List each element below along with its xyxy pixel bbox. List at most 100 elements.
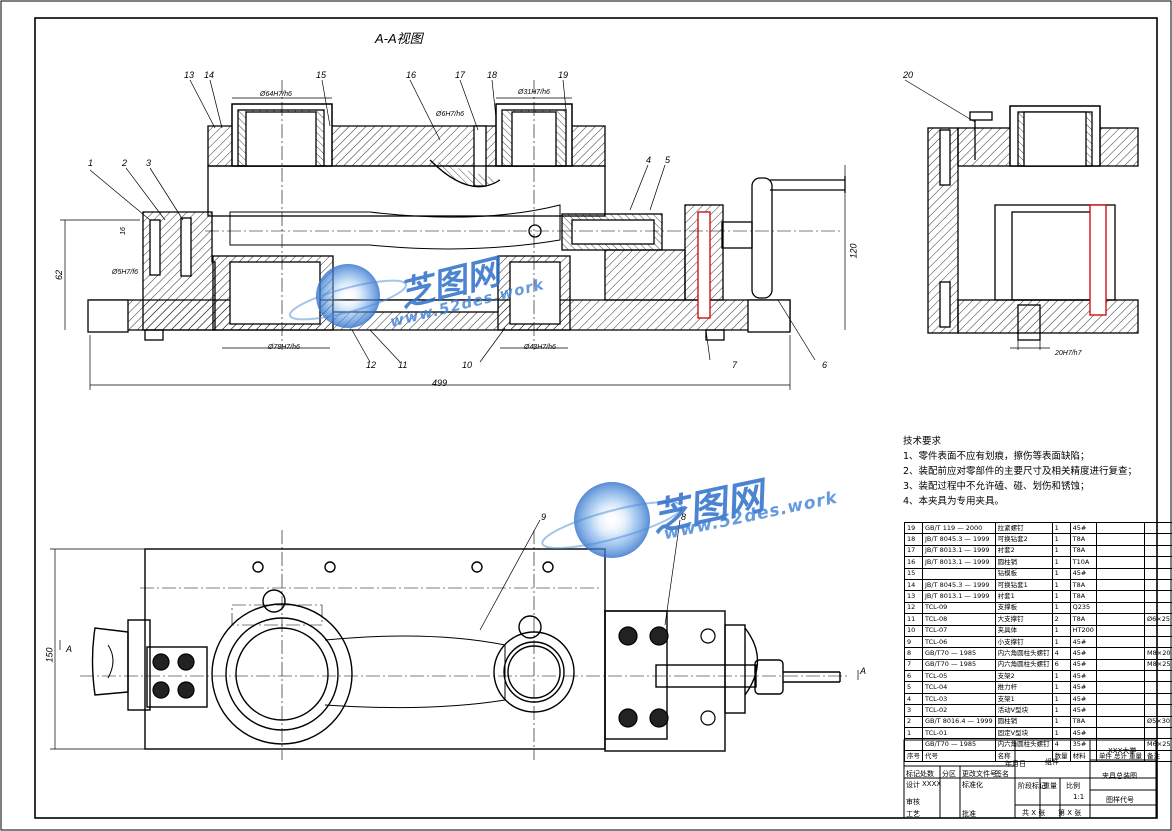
- bom-cell: 9: [904, 635, 923, 649]
- bom-cell: [1144, 578, 1172, 592]
- bom-cell: [1095, 658, 1146, 672]
- bom-cell: 1: [1051, 567, 1071, 580]
- dim-d43: Ø43H7/h6: [524, 344, 556, 351]
- side-view-leaders: [904, 79, 1050, 350]
- bom-cell: 1: [1051, 727, 1071, 740]
- balloon-20: 20: [903, 70, 914, 80]
- title-label-change: 更改文件号: [962, 770, 997, 778]
- balloon-19: 19: [558, 70, 569, 80]
- bom-cell: 10: [904, 624, 923, 637]
- balloon-5: 5: [665, 155, 671, 165]
- bom-header-cell: 代号: [922, 749, 996, 763]
- bom-cell: [1095, 635, 1146, 649]
- balloon-16: 16: [406, 70, 417, 80]
- balloon-14: 14: [204, 70, 215, 80]
- balloon-13: 13: [184, 70, 195, 80]
- bom-cell: JB/T 8013.1 — 1999: [922, 590, 996, 603]
- title-label-approve: 批准: [962, 810, 976, 818]
- balloon-2: 2: [122, 158, 128, 168]
- bom-cell: M8×25: [1144, 658, 1172, 672]
- bom-cell: 45#: [1069, 521, 1097, 535]
- bom-cell: 3: [904, 704, 923, 717]
- bom-cell: [1095, 727, 1146, 740]
- centerlines-top: [205, 80, 840, 350]
- bom-cell: [1144, 635, 1172, 649]
- bom-cell: JB/T 8045.3 — 1999: [922, 578, 996, 592]
- bom-cell: [1095, 704, 1146, 717]
- bom-cell: 11: [904, 613, 923, 626]
- bom-cell: [1095, 544, 1146, 558]
- title-designer: XXXX: [922, 780, 942, 788]
- bom-cell: [1095, 521, 1146, 535]
- bom-cell: 1: [1051, 533, 1071, 546]
- bom-cell: [1144, 601, 1172, 615]
- bom-cell: 小支撑钉: [994, 635, 1053, 649]
- bom-cell: [1144, 681, 1172, 694]
- bom-cell: 45#: [1069, 692, 1097, 706]
- bom-cell: 1: [1051, 556, 1071, 569]
- bom-cell: [1095, 670, 1146, 683]
- bom-cell: TCL-03: [922, 692, 996, 706]
- bom-cell: TCL-05: [922, 670, 996, 683]
- bom-cell: 活动V型块: [994, 704, 1053, 717]
- balloon-11: 11: [398, 360, 408, 370]
- balloon-10: 10: [462, 360, 473, 370]
- bom-cell: [1144, 727, 1172, 740]
- bom-cell: 1: [1051, 590, 1071, 603]
- bom-cell: 45#: [1069, 670, 1097, 683]
- bom-cell: TCL-09: [922, 601, 996, 615]
- bom-cell: 1: [1051, 544, 1071, 558]
- bom-cell: 可换钻套2: [994, 533, 1053, 546]
- bom-header-cell: 备注: [1144, 749, 1172, 763]
- bom-cell: 1: [1051, 635, 1071, 649]
- balloon-12: 12: [366, 360, 377, 370]
- title-label-stage: 阶段标记: [1018, 782, 1046, 790]
- dim-d120: 120: [848, 243, 859, 259]
- bom-cell: [1095, 613, 1146, 626]
- bom-cell: [1144, 533, 1172, 546]
- bom-cell: JB/T 8013.1 — 1999: [922, 556, 996, 569]
- bom-cell: Q235: [1069, 601, 1097, 615]
- bom-cell: T8A: [1069, 578, 1097, 592]
- title-part-name: 组件: [1045, 758, 1059, 766]
- bom-cell: [1144, 567, 1172, 580]
- bom-cell: [1144, 590, 1172, 603]
- bom-cell: T8A: [1069, 715, 1097, 729]
- bom-cell: 内六角圆柱头螺钉: [994, 647, 1053, 660]
- bom-cell: T8A: [1069, 544, 1097, 558]
- bom-cell: 7: [904, 658, 923, 672]
- bom-cell: [1095, 533, 1146, 546]
- bom-cell: [1144, 692, 1172, 706]
- bom-header-cell: 材料: [1069, 749, 1097, 763]
- dimension-lines-top: [60, 79, 846, 390]
- dim-d499: 499: [432, 378, 448, 388]
- bom-cell: T8A: [1069, 613, 1097, 626]
- bom-cell: 1: [1051, 681, 1071, 694]
- bom-cell: 4: [904, 692, 923, 706]
- bom-cell: 1: [1051, 692, 1071, 706]
- dim-d64: Ø64H7/h6: [260, 91, 292, 98]
- balloon-4: 4: [646, 155, 652, 165]
- bom-cell: JB/T 8045.3 — 1999: [922, 533, 996, 546]
- bom-cell: [922, 567, 996, 580]
- title-label-weight: 重量: [1043, 782, 1057, 790]
- bom-cell: [1095, 624, 1146, 637]
- title-label-count: 处数: [920, 770, 934, 778]
- balloon-7: 7: [732, 360, 738, 370]
- dim-d5: Ø5H7/f6: [112, 269, 139, 276]
- bom-cell: 夹具体: [994, 624, 1053, 637]
- bom-cell: 45#: [1069, 567, 1097, 580]
- bom-cell: 45#: [1069, 681, 1097, 694]
- bom-cell: HT200: [1069, 624, 1097, 637]
- balloon-18: 18: [487, 70, 498, 80]
- bom-cell: [1144, 670, 1172, 683]
- bom-cell: 45#: [1069, 658, 1097, 672]
- title-label-sign: 签名: [995, 770, 1009, 778]
- bom-cell: [904, 738, 923, 751]
